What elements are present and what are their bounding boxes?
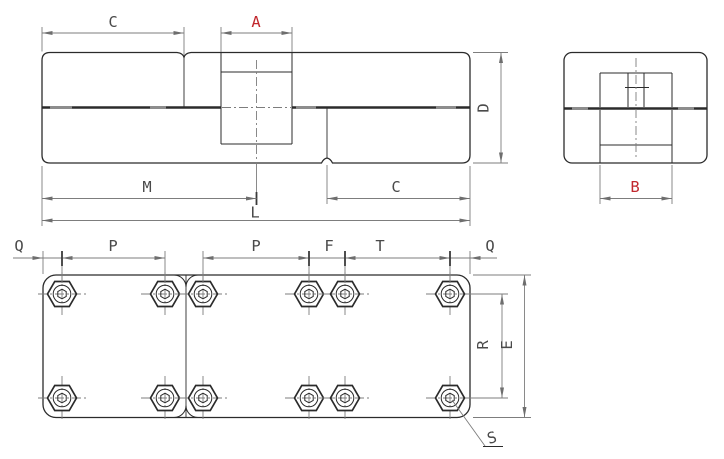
dim-label-l: L — [250, 204, 259, 222]
dim-label-b: B — [630, 178, 639, 196]
arrowhead — [459, 196, 470, 201]
hex-screw — [426, 376, 474, 420]
arrowhead — [203, 256, 214, 260]
dim-label-p-right: P — [251, 237, 260, 255]
end-view: B — [563, 51, 708, 204]
arrowhead — [439, 256, 450, 260]
arrowhead — [499, 152, 503, 163]
arrowhead — [298, 256, 309, 260]
dim-label-a: A — [251, 13, 261, 31]
arrowhead — [281, 31, 292, 35]
dim-label-d: D — [475, 103, 493, 112]
arrowhead — [246, 196, 257, 201]
arrowhead — [500, 294, 504, 305]
arrowhead — [62, 256, 73, 260]
arrowhead — [470, 256, 481, 260]
arrowhead — [499, 52, 503, 63]
arrowhead — [42, 218, 53, 223]
arrowhead — [500, 387, 504, 398]
arrowhead — [345, 256, 356, 260]
hex-screw — [38, 376, 86, 420]
dim-label-f: F — [324, 237, 333, 255]
hex-screw — [321, 376, 369, 420]
hex-screw — [38, 272, 86, 316]
arrowhead — [32, 256, 43, 260]
arrowhead — [173, 31, 184, 35]
arrowhead — [42, 31, 53, 35]
dim-label-p-left: P — [108, 237, 117, 255]
hex-screw — [141, 376, 189, 420]
plan-view: Q P P F T Q R E S — [13, 237, 531, 448]
hex-screws — [38, 272, 474, 420]
arrowhead — [221, 31, 232, 35]
dim-label-c-top: C — [108, 13, 117, 31]
hex-screw — [179, 272, 227, 316]
dim-label-e: E — [498, 340, 516, 349]
dim-label-m: M — [142, 178, 151, 196]
arrowhead — [522, 407, 527, 418]
dim-label-t: T — [375, 237, 384, 255]
hex-screw — [179, 376, 227, 420]
dim-label-q-left: Q — [14, 237, 23, 255]
arrowhead — [42, 196, 53, 201]
arrowhead — [600, 196, 611, 201]
dim-label-q-right: Q — [485, 237, 494, 255]
arrowhead — [154, 256, 165, 260]
dimension-arrowheads — [32, 31, 672, 418]
dim-label-s: S — [485, 428, 499, 448]
arrowhead — [661, 196, 672, 201]
arrowhead — [459, 218, 470, 223]
side-view: C A D M C L — [41, 13, 508, 226]
arrowhead — [327, 196, 338, 201]
dim-label-r: R — [474, 340, 492, 350]
arrowhead — [522, 275, 527, 286]
dim-label-c-bottom: C — [391, 178, 400, 196]
